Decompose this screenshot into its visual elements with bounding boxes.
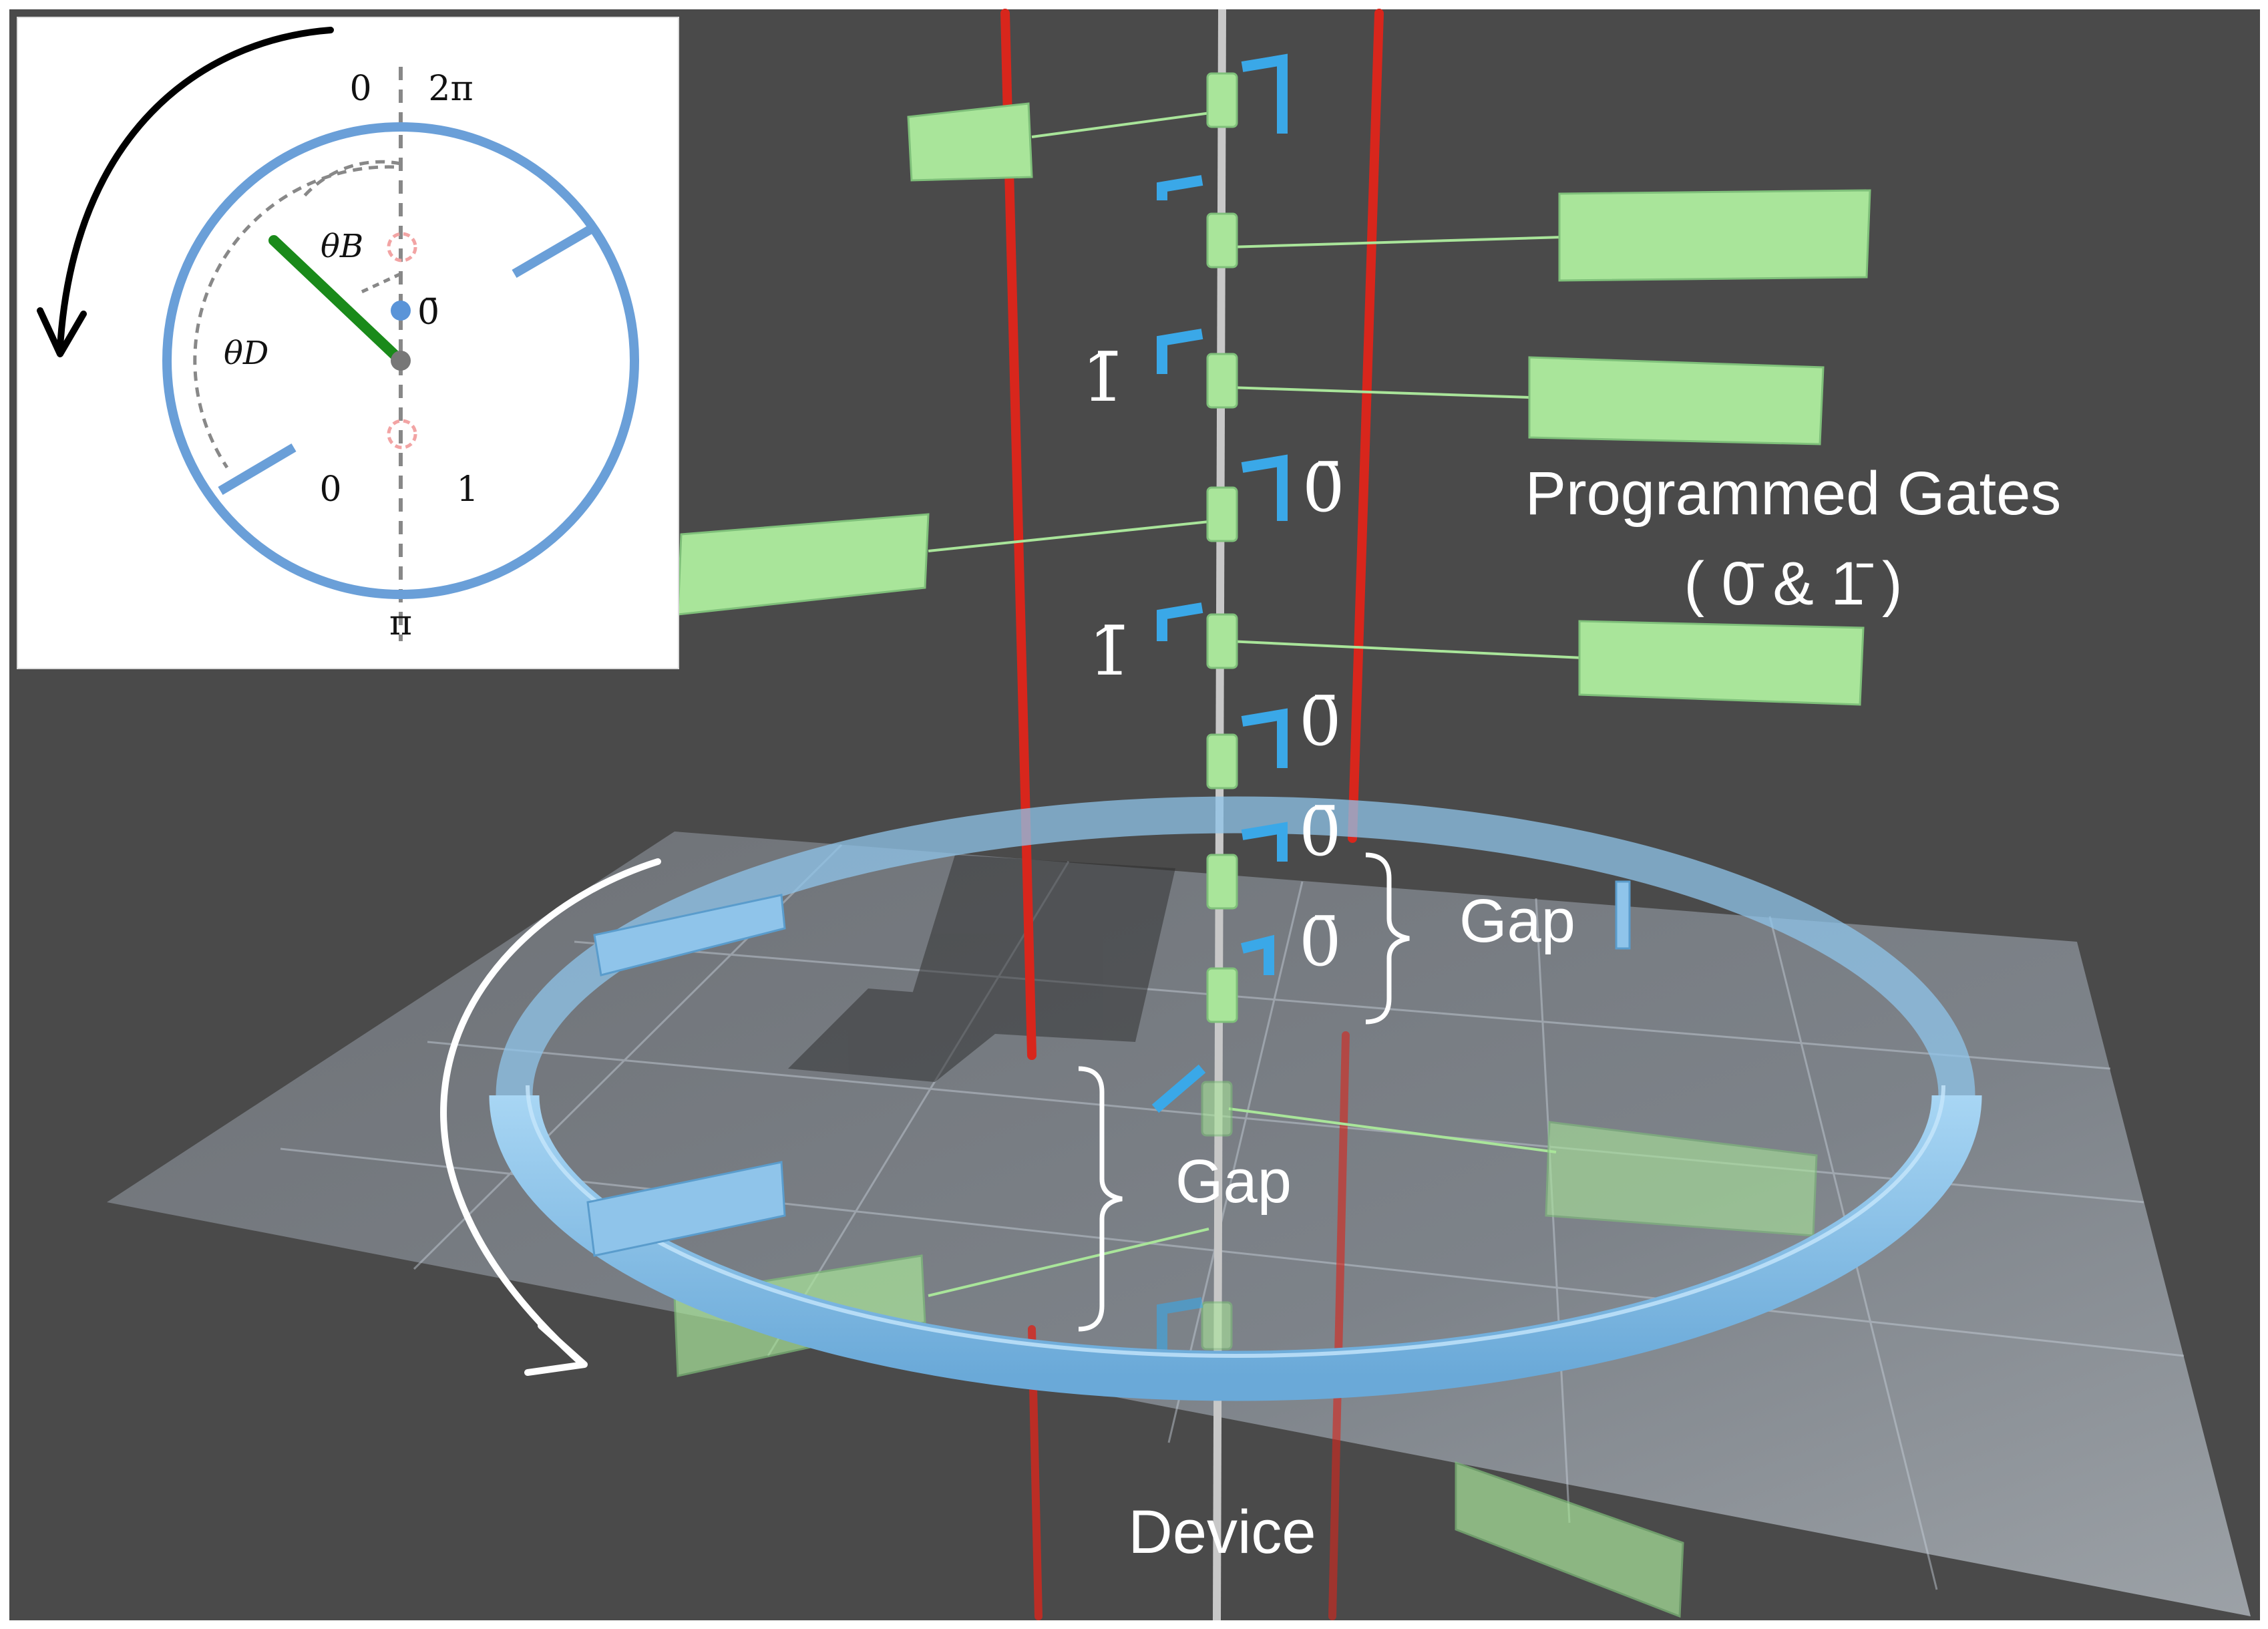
inset-marker xyxy=(387,232,417,262)
gates xyxy=(673,72,1871,1618)
gate-block xyxy=(1201,1301,1233,1350)
shadows xyxy=(788,855,1175,1082)
inset-pivot xyxy=(391,351,411,371)
gate-block xyxy=(1206,613,1238,669)
inset-diagram: 0 2π π 0 1 0̄ θB θD xyxy=(17,17,679,669)
gate-paddle xyxy=(1455,1461,1684,1618)
inset-tab xyxy=(512,222,597,279)
inset-label-theta-b: θB xyxy=(321,228,363,265)
floor-plane xyxy=(107,832,2251,1616)
inset-rotation-arrow-head xyxy=(37,307,87,357)
gate-block xyxy=(1206,733,1238,789)
gate-paddle xyxy=(907,102,1033,182)
gate-label: 1̄ xyxy=(1089,612,1131,691)
rod-right-lower xyxy=(1328,1031,1350,1620)
inset-label-center: 0̄ xyxy=(417,293,439,333)
inset-tab xyxy=(218,443,297,496)
red-rods xyxy=(1000,9,1384,1620)
brackets xyxy=(1151,53,1288,1369)
inset-rotation-arrow xyxy=(57,27,334,351)
gate-label: 0̄ xyxy=(1299,793,1342,871)
rod-left xyxy=(1000,9,1036,1060)
gate-block xyxy=(1206,353,1238,409)
gate-block xyxy=(1206,967,1238,1023)
gate-label: 1̄ xyxy=(1082,339,1125,417)
gate-block xyxy=(1206,212,1238,268)
inset-label-region-right: 1 xyxy=(456,470,478,510)
programmed-gates-title: Programmed Gates xyxy=(1525,460,2062,528)
gate-value-labels: 1̄ 0̄ 1̄ 0̄ 0̄ 0̄ xyxy=(1082,339,1345,981)
gap-label-upper: Gap xyxy=(1459,887,1575,955)
floor-grid xyxy=(280,844,2185,1590)
inset-marker xyxy=(387,419,417,449)
inset-needle xyxy=(268,235,406,366)
inset-label-theta-d: θD xyxy=(224,335,268,372)
gate-paddle xyxy=(1578,620,1865,706)
inset-ring xyxy=(162,122,639,599)
inset-panel xyxy=(17,17,679,669)
rotation-arrow-head xyxy=(524,1322,588,1376)
inset-state-dot xyxy=(391,301,411,321)
gate-label: 0̄ xyxy=(1299,903,1342,981)
gate-label: 0̄ xyxy=(1302,449,1345,527)
inset-label-bottom: π xyxy=(389,603,412,643)
gate-block xyxy=(1206,486,1238,542)
gate-block xyxy=(1206,854,1238,910)
inset-theta-d-arc xyxy=(193,165,395,469)
gate-connectors xyxy=(928,111,1583,1297)
gate-label: 0̄ xyxy=(1299,683,1342,761)
gate-paddle xyxy=(1558,189,1871,282)
gap-label-lower: Gap xyxy=(1175,1147,1292,1216)
device-label: Device xyxy=(1128,1498,1316,1566)
inset-label-top-right: 2π xyxy=(428,69,473,109)
inset-label-region-left: 0 xyxy=(319,470,341,510)
gap-brace-lower xyxy=(1078,1066,1123,1332)
ring-tabs xyxy=(586,880,1631,1257)
gate-paddle xyxy=(1528,356,1825,445)
inset-label-top-left: 0 xyxy=(349,69,371,109)
gate-block xyxy=(1206,72,1238,128)
gate-block xyxy=(1201,1081,1233,1137)
rotation-arrow xyxy=(440,858,661,1366)
rod-right xyxy=(1348,9,1384,843)
programmed-gates-subtitle: ( 0̄ & 1̄ ) xyxy=(1684,550,1902,618)
inset-theta-b-arc xyxy=(299,160,401,202)
gap-brace-upper xyxy=(1365,852,1410,1025)
